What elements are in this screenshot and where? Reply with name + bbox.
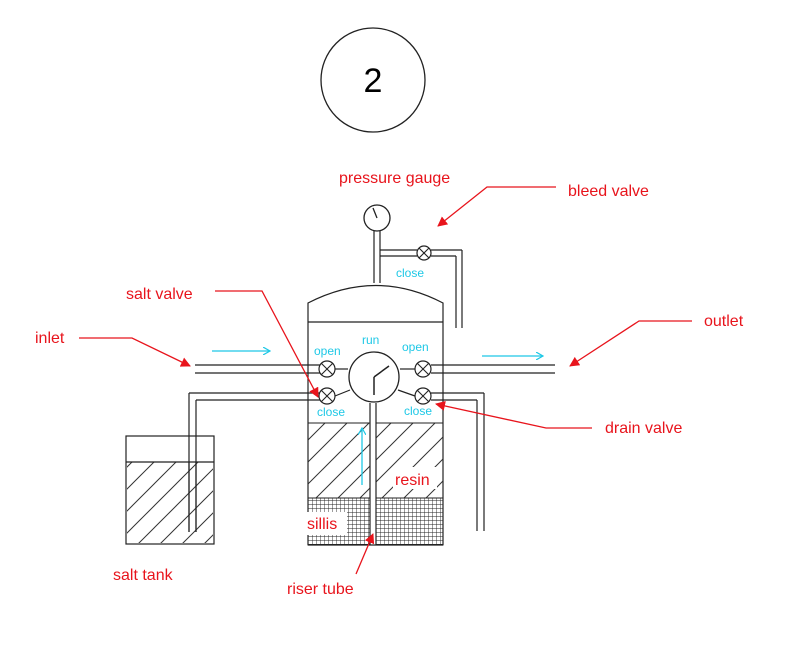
drain-valve-label: drain valve <box>605 420 682 437</box>
drain-pipe <box>431 392 485 531</box>
sillis-bed-right <box>375 497 444 546</box>
salt-valve <box>318 387 336 405</box>
step-badge: 2 <box>320 27 426 133</box>
bleed-valve-state: close <box>396 266 424 280</box>
riser-tube-leader <box>355 533 375 575</box>
sillis-label-bg <box>305 512 347 535</box>
drain-valve <box>414 387 432 405</box>
sillis-label: sillis <box>307 516 337 533</box>
inlet-valve-state: open <box>314 344 341 358</box>
valve-connector-right-bottom <box>397 389 416 397</box>
run-label: run <box>362 333 379 347</box>
inlet-pipe <box>195 364 320 374</box>
bleed-pipe <box>380 249 463 328</box>
riser-tube <box>369 403 377 545</box>
bleed-valve-leader <box>437 186 556 227</box>
drain-valve-state: close <box>404 404 432 418</box>
pressure-gauge-label: pressure gauge <box>339 170 450 187</box>
run-dial <box>348 351 400 403</box>
riser-tube-label: riser tube <box>287 581 354 598</box>
salt-valve-leader <box>215 290 319 398</box>
pressure-gauge <box>363 204 391 283</box>
resin-label-bg <box>393 467 437 489</box>
outlet-leader <box>569 320 692 367</box>
outlet-pipe <box>431 364 555 374</box>
valve-connector-left-bottom <box>334 389 351 397</box>
outlet-valve <box>414 360 432 378</box>
inlet-valve <box>318 360 336 378</box>
outlet-label: outlet <box>704 313 744 330</box>
salt-valve-state: close <box>317 405 345 419</box>
outlet-valve-state: open <box>402 340 429 354</box>
drain-valve-leader <box>435 401 592 429</box>
step-number: 2 <box>364 62 383 100</box>
salt-tank <box>125 435 215 545</box>
inlet-label: inlet <box>35 330 65 347</box>
bleed-valve <box>416 245 432 261</box>
inlet-leader <box>79 337 191 367</box>
resin-label: resin <box>395 472 430 489</box>
bleed-valve-label: bleed valve <box>568 183 649 200</box>
resin-bed-left <box>307 422 371 499</box>
salt-tank-label: salt tank <box>113 567 174 584</box>
salt-valve-label: salt valve <box>126 286 193 303</box>
